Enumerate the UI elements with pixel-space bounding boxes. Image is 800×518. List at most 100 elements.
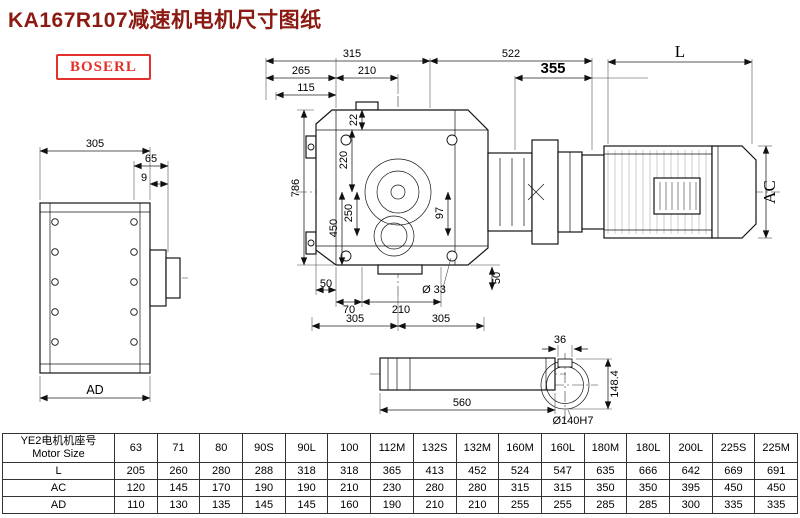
table-row-AC: AC 120 145 170 190 190 210 230 280 280 3… — [2, 479, 798, 497]
col-header: 132S — [412, 433, 457, 463]
table-cell: 255 — [540, 496, 585, 514]
gearbox-front-view — [305, 101, 489, 275]
table-cell: 300 — [668, 496, 713, 514]
col-header: 225M — [754, 433, 798, 463]
brand-logo-text: BOSERL — [70, 59, 137, 75]
dim-50-right: 50 — [491, 272, 503, 284]
table-cell: 280 — [455, 479, 500, 497]
table-cell: 335 — [711, 496, 756, 514]
motor-dimension-table: YE2电机机座号 Motor Size 63 71 80 90S 90L 100… — [2, 433, 798, 514]
dim-side-AD: AD — [86, 383, 103, 397]
table-cell: 110 — [114, 496, 158, 514]
technical-drawing: 315 522 265 210 115 355 L 786 22 220 250… — [39, 42, 780, 427]
table-cell: 135 — [199, 496, 244, 514]
table-cell: 335 — [754, 496, 798, 514]
dim-522: 522 — [502, 48, 520, 60]
page-title: KA167R107减速机电机尺寸图纸 — [8, 9, 322, 32]
dim-key-36: 36 — [554, 334, 566, 346]
row-label-AC: AC — [2, 479, 115, 497]
table-cell: 365 — [370, 462, 414, 480]
dim-97: 97 — [434, 207, 446, 219]
dim-115: 115 — [297, 82, 315, 94]
table-cell: 170 — [199, 479, 244, 497]
table-cell: 280 — [412, 479, 457, 497]
table-cell: 190 — [284, 479, 329, 497]
dim-210-bottom: 210 — [392, 304, 410, 316]
col-header: 112M — [370, 433, 414, 463]
dim-355: 355 — [540, 60, 565, 77]
dim-450: 450 — [328, 219, 340, 237]
table-cell: 145 — [156, 479, 201, 497]
dim-bore-140H7: Ø140H7 — [553, 415, 594, 427]
dim-motor-length-L: L — [675, 42, 685, 61]
table-cell: 395 — [668, 479, 713, 497]
table-cell: 255 — [498, 496, 542, 514]
table-cell: 635 — [583, 462, 628, 480]
dim-shaft-560: 560 — [453, 397, 471, 409]
dim-70: 70 — [343, 304, 355, 316]
table-cell: 285 — [583, 496, 628, 514]
row-label-AD: AD — [2, 496, 115, 514]
table-cell: 642 — [668, 462, 713, 480]
table-cell: 315 — [498, 479, 542, 497]
table-cell: 350 — [583, 479, 628, 497]
table-cell: 288 — [242, 462, 286, 480]
dim-315: 315 — [343, 48, 361, 60]
shaft-end-view — [540, 358, 590, 410]
table-cell: 669 — [711, 462, 756, 480]
col-header: 71 — [156, 433, 201, 463]
table-cell: 285 — [626, 496, 670, 514]
col-header: 225S — [711, 433, 756, 463]
hollow-shaft-detail — [379, 357, 556, 391]
table-cell: 210 — [455, 496, 500, 514]
table-cell: 450 — [711, 479, 756, 497]
dimension-labels: 315 522 265 210 115 355 L 786 22 220 250… — [86, 42, 779, 427]
table-row-L: L 205 260 280 288 318 318 365 413 452 52… — [2, 462, 798, 480]
table-cell: 524 — [498, 462, 542, 480]
dim-shaft-305-left: 305 — [346, 313, 364, 325]
dimension-lines — [39, 57, 770, 414]
dim-side-9: 9 — [141, 172, 147, 184]
dim-250: 250 — [343, 204, 355, 222]
motor-size-header-en: Motor Size — [32, 448, 85, 460]
dim-786: 786 — [290, 179, 302, 197]
motor-size-header-cn: YE2电机机座号 — [20, 435, 97, 447]
table-cell: 130 — [156, 496, 201, 514]
motor-size-header: YE2电机机座号 Motor Size — [2, 433, 115, 463]
dim-210-top: 210 — [358, 65, 376, 77]
dim-motor-AC: AC — [760, 180, 779, 204]
table-cell: 190 — [370, 496, 414, 514]
col-header: 63 — [114, 433, 158, 463]
table-cell: 190 — [242, 479, 286, 497]
row-label-L: L — [2, 462, 115, 480]
col-header: 100 — [327, 433, 372, 463]
table-header-row: YE2电机机座号 Motor Size 63 71 80 90S 90L 100… — [2, 433, 798, 463]
gearbox-side-view — [39, 202, 181, 374]
motor-assembly — [487, 139, 757, 245]
dim-side-65: 65 — [145, 153, 157, 165]
col-header: 160L — [540, 433, 585, 463]
dim-148-4: 148.4 — [609, 370, 621, 398]
table-cell: 145 — [284, 496, 329, 514]
table-cell: 318 — [284, 462, 329, 480]
col-header: 200L — [668, 433, 713, 463]
table-cell: 691 — [754, 462, 798, 480]
dim-shaft-305-right: 305 — [432, 313, 450, 325]
col-header: 180M — [583, 433, 628, 463]
table-cell: 318 — [327, 462, 372, 480]
col-header: 132M — [455, 433, 500, 463]
table-cell: 413 — [412, 462, 457, 480]
table-cell: 205 — [114, 462, 158, 480]
table-cell: 666 — [626, 462, 670, 480]
col-header: 160M — [498, 433, 542, 463]
table-cell: 452 — [455, 462, 500, 480]
col-header: 90L — [284, 433, 329, 463]
table-cell: 260 — [156, 462, 201, 480]
dim-50-left: 50 — [320, 278, 332, 290]
col-header: 180L — [626, 433, 670, 463]
col-header: 90S — [242, 433, 286, 463]
dim-hole-dia-33: Ø 33 — [422, 284, 446, 296]
dim-220: 220 — [338, 151, 350, 169]
brand-logo: BOSERL — [56, 54, 151, 80]
